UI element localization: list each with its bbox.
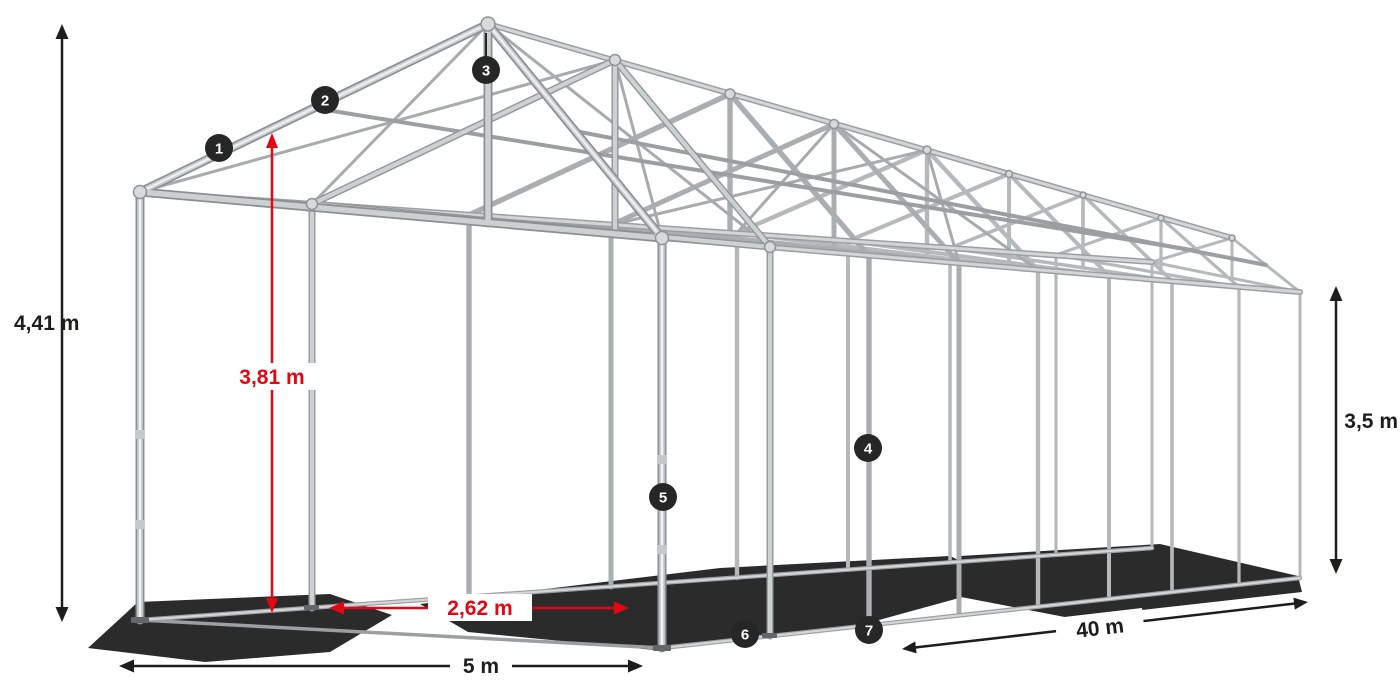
marker-badge-2[interactable]: 2	[311, 86, 339, 114]
marker-badge-7[interactable]: 7	[855, 616, 883, 644]
arrowhead-left	[329, 601, 344, 615]
tent-frame	[131, 16, 1303, 653]
frame-joints	[132, 16, 1236, 254]
arrowhead-down	[55, 607, 69, 622]
dimension-total-height-label: 4,41 m	[14, 312, 79, 335]
marker-badge-1[interactable]: 1	[205, 134, 233, 162]
arrowhead-right	[614, 601, 629, 615]
marker-badge-4[interactable]: 4	[854, 434, 882, 462]
arrowhead-down	[1329, 559, 1343, 574]
label-backdrop	[428, 594, 532, 621]
dimension-width-label: 5 m	[463, 655, 499, 678]
dimension-side-height: 3,5 m	[1329, 286, 1398, 574]
arrowhead-right	[628, 659, 643, 673]
pole-couplers	[135, 430, 667, 554]
marker-badge-5[interactable]: 5	[649, 483, 677, 511]
arrowhead-left	[902, 641, 917, 654]
arrowhead-left	[119, 659, 134, 673]
shadow-shape	[420, 556, 1010, 650]
dimension-side-height-label: 3,5 m	[1344, 410, 1398, 433]
marker-badge-6[interactable]: 6	[731, 620, 759, 648]
dimension-length: 40 m	[902, 597, 1308, 654]
arrowhead-up	[266, 133, 278, 148]
label-backdrop	[224, 363, 320, 390]
label-backdrop	[1054, 608, 1146, 646]
marker-badges: 1 2 3 4 5 6 7	[205, 33, 883, 648]
shadow-shape	[88, 594, 392, 662]
dimension-inner-width: 2,62 m	[329, 594, 629, 621]
dimension-length-label: 40 m	[1075, 614, 1125, 642]
roof-bracing	[138, 22, 1040, 272]
arrowhead-down	[266, 598, 278, 613]
arrowhead-right	[1293, 597, 1308, 610]
svg-text:2: 2	[321, 93, 329, 110]
svg-text:6: 6	[741, 627, 749, 644]
dimension-inner-width-label: 2,62 m	[447, 597, 512, 620]
arrowhead-up	[55, 24, 69, 39]
dimension-inner-height: 3,81 m	[224, 133, 320, 613]
svg-text:5: 5	[659, 490, 667, 507]
marker-badge-3[interactable]: 3	[472, 56, 500, 84]
svg-text:1: 1	[215, 141, 223, 158]
frame-front-section	[135, 19, 667, 653]
svg-text:7: 7	[865, 623, 873, 640]
shadow-shape	[935, 544, 1302, 618]
label-backdrop	[450, 652, 512, 679]
svg-text:4: 4	[864, 441, 873, 458]
arrowhead-up	[1329, 286, 1343, 301]
dimension-width: 5 m	[119, 652, 643, 679]
ground-shadows	[88, 544, 1302, 662]
svg-text:3: 3	[482, 63, 490, 80]
dimension-total-height: 4,41 m	[14, 24, 79, 622]
dimension-inner-height-label: 3,81 m	[239, 366, 304, 389]
